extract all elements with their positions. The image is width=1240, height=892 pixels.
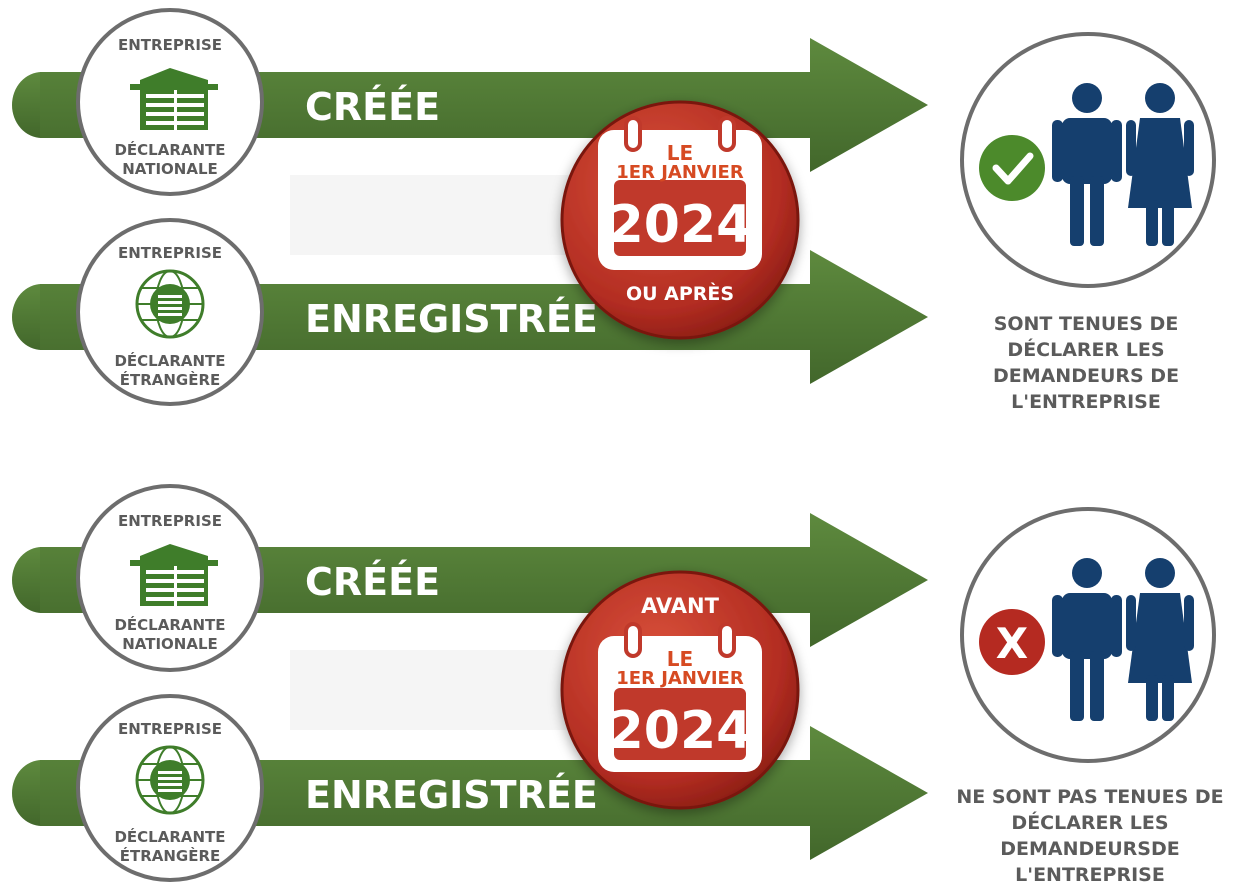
- date-badge-date-line: 1ER JANVIER: [616, 668, 744, 689]
- company-top-label: ENTREPRISE: [118, 36, 222, 54]
- date-badge-year: 2024: [608, 701, 753, 761]
- company-nationale-circle: ENTREPRISE DÉCLARANTE NATIONALE: [76, 8, 264, 196]
- company-bottom-label-2: NATIONALE: [122, 160, 218, 178]
- result-caption-line-1: NE SONT PAS TENUES DE: [956, 786, 1223, 808]
- result-caption-line-3: DEMANDEURSDE: [1000, 838, 1180, 860]
- date-badge-year: 2024: [608, 195, 753, 255]
- building-icon: [130, 544, 218, 606]
- company-nationale-circle: ENTREPRISE DÉCLARANTE NATIONALE: [76, 484, 264, 672]
- arrow-enregistree: ENREGISTRÉE: [12, 250, 928, 384]
- check-icon: [979, 135, 1045, 201]
- company-top-label: ENTREPRISE: [118, 720, 222, 738]
- company-bottom-label-1: DÉCLARANTE: [114, 351, 225, 370]
- shadow-band: [290, 175, 590, 255]
- globe-building-icon: [135, 269, 205, 339]
- result-caption-line-1: SONT TENUES DE: [994, 313, 1179, 335]
- date-badge-prefix: AVANT: [641, 594, 719, 618]
- arrow-label-enregistree: ENREGISTRÉE: [305, 773, 598, 817]
- date-badge-suffix: OU APRÈS: [626, 282, 734, 305]
- man-icon: [1052, 83, 1122, 246]
- result-eligible: SONT TENUES DE DÉCLARER LES DEMANDEURS D…: [960, 32, 1216, 413]
- calendar-icon: [598, 116, 762, 270]
- result-caption-line-2: DÉCLARER LES: [1011, 811, 1168, 834]
- result-caption-line-4: L'ENTREPRISE: [1011, 391, 1161, 413]
- arrow-creee: CRÉÉE: [12, 513, 928, 647]
- man-icon: [1052, 558, 1122, 721]
- building-icon: [130, 68, 218, 130]
- result-not-eligible: X NE SONT PAS TENUES DE DÉCLARER LES DE: [956, 507, 1224, 886]
- company-top-label: ENTREPRISE: [118, 512, 222, 530]
- globe-building-icon: [135, 745, 205, 815]
- company-etrangere-circle: ENTREPRISE DÉCLARANTE ÉTRANGÈRE: [76, 218, 264, 406]
- arrow-label-enregistree: ENREGISTRÉE: [305, 297, 598, 341]
- date-badge: LE 1ER JANVIER 2024 OU APRÈS: [560, 100, 800, 340]
- company-bottom-label-1: DÉCLARANTE: [114, 615, 225, 634]
- shadow-band: [290, 650, 590, 730]
- company-etrangere-circle: ENTREPRISE DÉCLARANTE ÉTRANGÈRE: [76, 694, 264, 882]
- result-caption-line-2: DÉCLARER LES: [1007, 338, 1164, 361]
- date-badge-date-line: 1ER JANVIER: [616, 162, 744, 183]
- date-badge: AVANT LE 1ER JANVIER 2024: [560, 570, 800, 810]
- x-mark-glyph: X: [996, 619, 1028, 668]
- arrow-label-creee: CRÉÉE: [305, 85, 440, 129]
- company-bottom-label-1: DÉCLARANTE: [114, 827, 225, 846]
- woman-icon: [1126, 558, 1194, 721]
- company-bottom-label-2: NATIONALE: [122, 635, 218, 653]
- date-badge-le: LE: [667, 141, 693, 165]
- result-caption-line-3: DEMANDEURS DE: [993, 365, 1179, 387]
- company-top-label: ENTREPRISE: [118, 244, 222, 262]
- section-1: CRÉÉE ENREGISTRÉE ENTREPRISE DÉCLARANTE …: [12, 8, 1216, 413]
- woman-icon: [1126, 83, 1194, 246]
- x-mark-icon: X: [979, 609, 1045, 675]
- company-bottom-label-1: DÉCLARANTE: [114, 140, 225, 159]
- company-bottom-label-2: ÉTRANGÈRE: [120, 370, 221, 389]
- calendar-icon: [598, 622, 762, 772]
- result-caption-line-4: L'ENTREPRISE: [1015, 864, 1165, 886]
- arrow-label-creee: CRÉÉE: [305, 560, 440, 604]
- section-2: CRÉÉE ENREGISTRÉE ENTREPRISE DÉCLARANTE …: [12, 484, 1224, 886]
- company-bottom-label-2: ÉTRANGÈRE: [120, 846, 221, 865]
- arrow-enregistree: ENREGISTRÉE: [12, 726, 928, 860]
- date-badge-le: LE: [667, 647, 693, 671]
- arrow-creee: CRÉÉE: [12, 38, 928, 172]
